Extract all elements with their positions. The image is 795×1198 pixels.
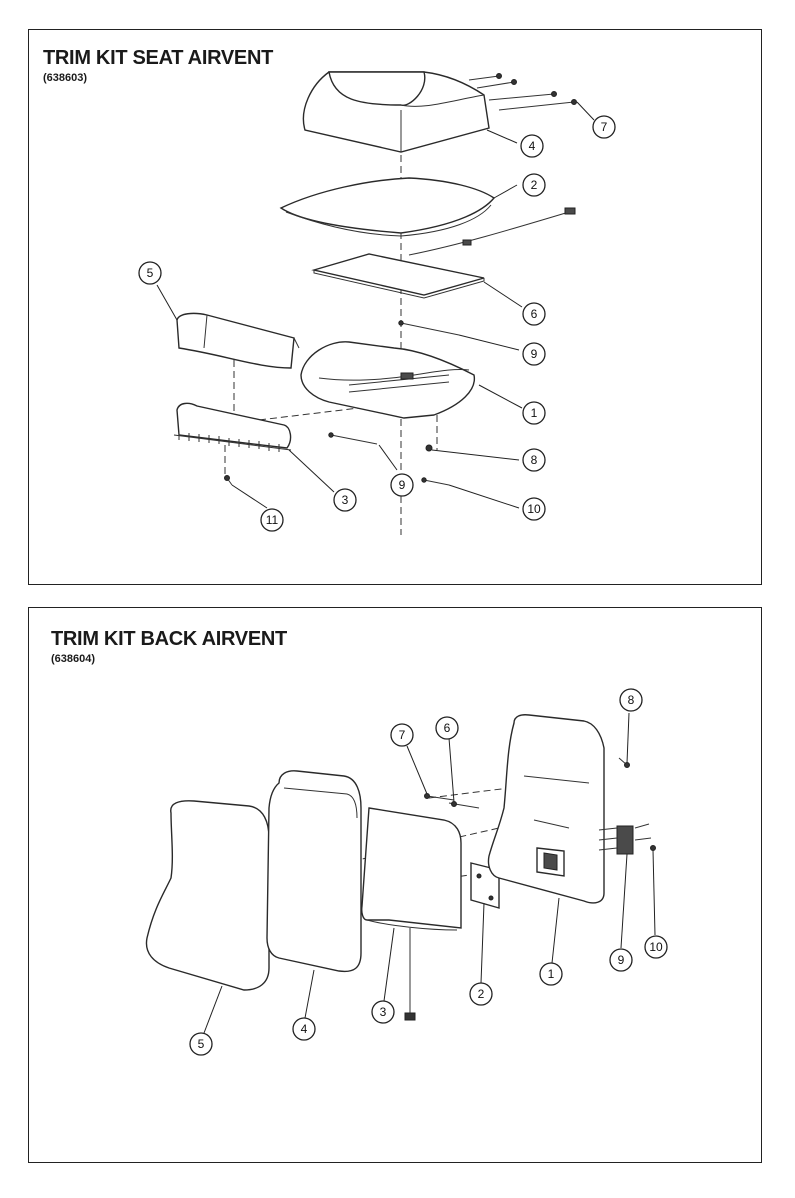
svg-text:9: 9 bbox=[618, 953, 625, 967]
back-leader-line bbox=[551, 897, 560, 964]
back-screws-part-6-7 bbox=[424, 793, 480, 809]
svg-text:3: 3 bbox=[380, 1005, 387, 1019]
seat-callout-2: 2 bbox=[522, 173, 546, 197]
back-foam-part-4 bbox=[266, 770, 362, 973]
seat-leader-line bbox=[448, 484, 520, 509]
back-callout-5: 5 bbox=[189, 1032, 213, 1056]
svg-text:10: 10 bbox=[649, 940, 663, 954]
back-vent-grille-part-9 bbox=[598, 825, 634, 855]
back-exploded-diagram: 8 7 6 9 10 1 2 3 bbox=[145, 688, 668, 1056]
back-leader-line bbox=[304, 969, 315, 1019]
seat-callout-3: 3 bbox=[333, 488, 357, 512]
seat-panel-part-number: (638603) bbox=[43, 72, 88, 84]
seat-leader-line bbox=[576, 101, 595, 121]
svg-text:4: 4 bbox=[529, 139, 536, 153]
seat-screws-part-7 bbox=[468, 73, 577, 111]
svg-text:2: 2 bbox=[478, 987, 485, 1001]
seat-screw-part-11 bbox=[224, 475, 233, 486]
seat-leader-line bbox=[231, 484, 268, 509]
seat-leader-line bbox=[493, 184, 518, 199]
seat-callout-1: 1 bbox=[522, 401, 546, 425]
seat-leader-line bbox=[458, 334, 520, 351]
svg-text:6: 6 bbox=[444, 721, 451, 735]
back-trim-kit-panel: TRIM KIT BACK AIRVENT (638604) bbox=[28, 607, 762, 1163]
seat-callout-5: 5 bbox=[138, 261, 162, 285]
back-panel-part-number: (638604) bbox=[51, 653, 96, 665]
svg-text:7: 7 bbox=[601, 120, 608, 134]
back-leader-line bbox=[620, 853, 628, 949]
back-leader-line bbox=[448, 737, 455, 803]
seat-bolster-part-5 bbox=[176, 312, 300, 369]
back-callout-1: 1 bbox=[539, 962, 563, 986]
seat-exploded-diagram: 7 4 2 5 6 9 1 8 bbox=[138, 71, 616, 535]
back-callout-9: 9 bbox=[609, 948, 633, 972]
seat-leader-line bbox=[478, 384, 523, 409]
seat-panel-title: TRIM KIT SEAT AIRVENT bbox=[43, 47, 273, 69]
seat-leader-line bbox=[378, 444, 398, 471]
seat-leader-line bbox=[288, 449, 335, 493]
back-leader-line bbox=[203, 985, 223, 1034]
back-alignment-line bbox=[428, 787, 510, 799]
seat-leader-line bbox=[486, 129, 518, 144]
back-cover-part-5 bbox=[145, 800, 270, 991]
seat-board-part-2 bbox=[279, 177, 496, 237]
seat-callout-8: 8 bbox=[522, 448, 546, 472]
back-screw-part-8 bbox=[618, 757, 630, 768]
svg-text:5: 5 bbox=[198, 1037, 205, 1051]
back-shell-part-1 bbox=[487, 714, 605, 904]
svg-text:2: 2 bbox=[531, 178, 538, 192]
seat-leader-line bbox=[156, 284, 178, 321]
seat-cushion-top-part-4 bbox=[302, 71, 490, 153]
back-leader-line bbox=[626, 712, 630, 764]
svg-text:8: 8 bbox=[531, 453, 538, 467]
svg-text:10: 10 bbox=[527, 502, 541, 516]
back-leader-line bbox=[480, 902, 485, 984]
svg-text:1: 1 bbox=[531, 406, 538, 420]
svg-text:5: 5 bbox=[147, 266, 154, 280]
seat-lower-bolster-part-3 bbox=[173, 402, 292, 452]
seat-callout-7: 7 bbox=[592, 115, 616, 139]
seat-pad-part-6 bbox=[311, 253, 485, 299]
seat-rod-part-9 bbox=[398, 320, 460, 336]
back-callout-7: 7 bbox=[390, 723, 414, 747]
seat-clip-part-8 bbox=[425, 444, 433, 452]
svg-text:1: 1 bbox=[548, 967, 555, 981]
back-callout-3: 3 bbox=[371, 1000, 395, 1024]
back-leader-line bbox=[383, 927, 395, 1002]
back-panel-title: TRIM KIT BACK AIRVENT bbox=[51, 628, 287, 650]
seat-leader-line bbox=[483, 281, 523, 308]
seat-rod-part-9-lower bbox=[328, 432, 378, 445]
back-callout-8: 8 bbox=[619, 688, 643, 712]
seat-rod-part-10 bbox=[421, 477, 450, 486]
seat-callout-6: 6 bbox=[522, 302, 546, 326]
svg-text:9: 9 bbox=[399, 478, 406, 492]
seat-alignment-line bbox=[258, 407, 360, 421]
back-callout-10: 10 bbox=[644, 935, 668, 959]
svg-text:4: 4 bbox=[301, 1022, 308, 1036]
seat-callout-9-lower: 9 bbox=[390, 473, 414, 497]
svg-text:9: 9 bbox=[531, 347, 538, 361]
back-callout-4: 4 bbox=[292, 1017, 316, 1041]
svg-text:3: 3 bbox=[342, 493, 349, 507]
back-screws-part-10 bbox=[634, 823, 656, 851]
seat-callout-9: 9 bbox=[522, 342, 546, 366]
back-screw-part-3 bbox=[404, 928, 416, 1021]
back-callout-6: 6 bbox=[435, 716, 459, 740]
back-callout-2: 2 bbox=[469, 982, 493, 1006]
svg-text:6: 6 bbox=[531, 307, 538, 321]
seat-wire-harness bbox=[408, 207, 576, 256]
svg-text:7: 7 bbox=[399, 728, 406, 742]
seat-base-part-1 bbox=[300, 341, 476, 419]
svg-text:11: 11 bbox=[266, 513, 279, 527]
seat-callout-4: 4 bbox=[520, 134, 544, 158]
back-board-part-3 bbox=[361, 807, 462, 931]
svg-text:8: 8 bbox=[628, 693, 635, 707]
seat-callout-10: 10 bbox=[522, 497, 546, 521]
back-leader-line bbox=[652, 849, 656, 936]
back-leader-line bbox=[406, 745, 428, 795]
seat-callout-11: 11 bbox=[260, 508, 284, 532]
seat-trim-kit-panel: TRIM KIT SEAT AIRVENT (638603) bbox=[28, 29, 762, 585]
seat-leader-line bbox=[431, 449, 520, 461]
